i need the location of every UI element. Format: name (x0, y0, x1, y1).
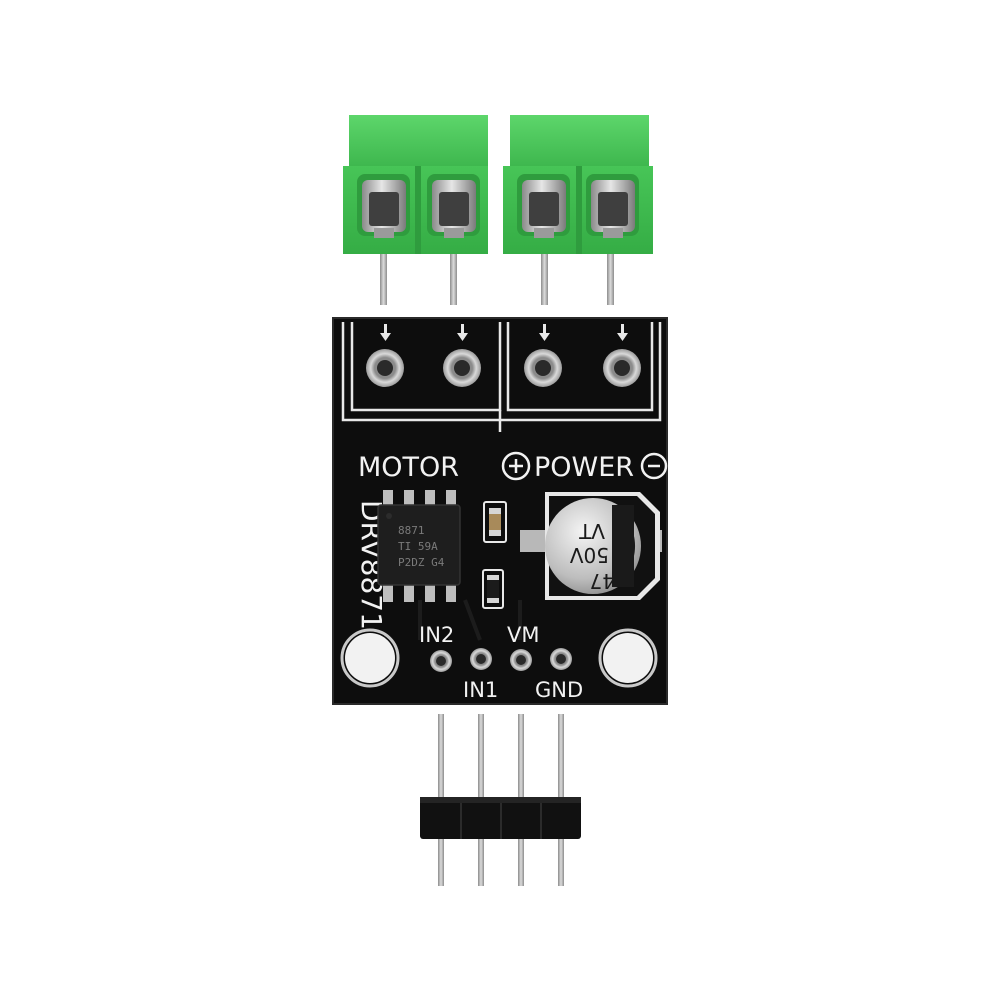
smd-capacitor (483, 501, 507, 543)
header-pad (430, 648, 572, 672)
chip-marking-line1: 8871 (398, 524, 425, 537)
motor-label: MOTOR (358, 452, 459, 483)
pin-label-in1: IN1 (463, 678, 498, 702)
plus-icon (501, 451, 531, 481)
chip-marking-line2: TI 59A (398, 540, 438, 553)
chip-marking-line3: P2DZ G4 (398, 556, 445, 569)
screw-icon (357, 174, 410, 238)
pin-header (420, 714, 581, 886)
minus-icon (640, 452, 668, 480)
terminal-block-motor (343, 115, 488, 305)
pcb-traces (418, 599, 522, 641)
arrow-down-icon (380, 324, 628, 341)
screw-icon (517, 174, 570, 238)
power-label: POWER (534, 452, 634, 483)
screw-icon (427, 174, 480, 238)
ic-chip: 8871 TI 59A P2DZ G4 (377, 490, 461, 602)
screw-icon (586, 174, 639, 238)
electrolytic-capacitor: 47 50V VT (520, 492, 662, 600)
capacitor-marking-line3: VT (578, 519, 605, 543)
terminal-pad (366, 349, 641, 387)
terminal-block-power (503, 115, 653, 305)
mounting-hole (340, 628, 658, 688)
capacitor-marking-line1: 47 (590, 569, 615, 593)
smd-resistor (482, 569, 504, 609)
pin-label-in2: IN2 (419, 623, 454, 647)
pin-label-gnd: GND (535, 678, 583, 702)
terminal-silkscreen-outline (341, 322, 662, 432)
pcb-board: MOTOR POWER DRV8871 8871 TI 59A (332, 317, 668, 705)
pin-label-vm: VM (507, 623, 539, 647)
capacitor-marking-line2: 50V (570, 543, 609, 567)
